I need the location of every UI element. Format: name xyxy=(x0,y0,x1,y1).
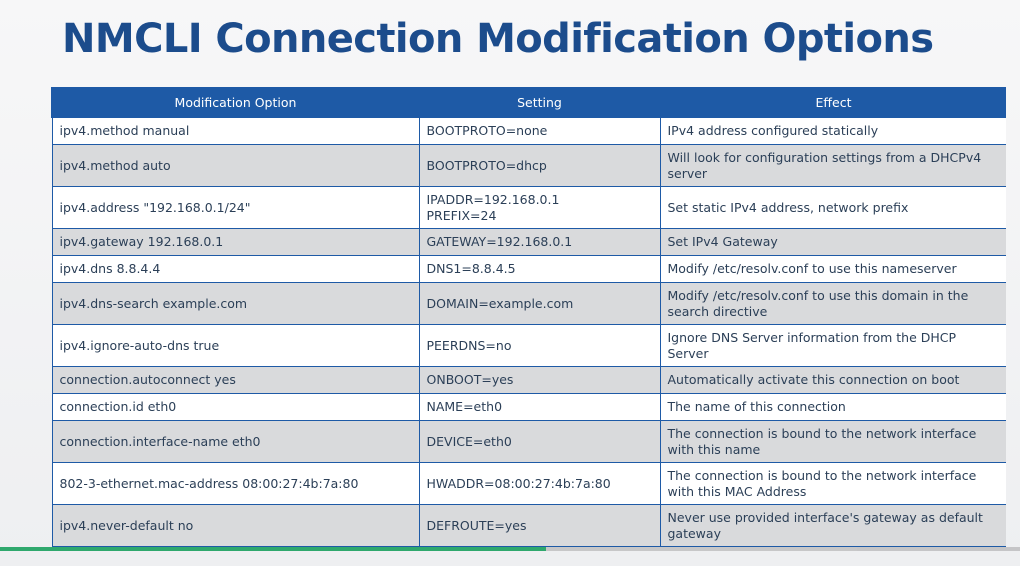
setting-cell: DOMAIN=example.com xyxy=(418,282,661,325)
effect-cell: Ignore DNS Server information from the D… xyxy=(659,324,1006,367)
table-row: ipv4.ignore-auto-dns true PEERDNS=no Ign… xyxy=(51,324,1006,367)
effect-cell: The name of this connection xyxy=(659,393,1006,421)
setting-line: PREFIX=24 xyxy=(426,207,497,223)
setting-line: IPADDR=192.168.0.1 xyxy=(426,191,560,207)
table-row: ipv4.address "192.168.0.1/24" IPADDR=192… xyxy=(51,186,1006,229)
setting-cell: GATEWAY=192.168.0.1 xyxy=(418,228,661,256)
option-cell: 802-3-ethernet.mac-address 08:00:27:4b:7… xyxy=(51,462,420,505)
table-row: ipv4.dns-search example.com DOMAIN=examp… xyxy=(51,282,1006,325)
option-cell: connection.interface-name eth0 xyxy=(51,420,420,463)
effect-cell: Set static IPv4 address, network prefix xyxy=(659,186,1006,229)
option-cell: connection.autoconnect yes xyxy=(51,366,420,394)
effect-cell: IPv4 address configured statically xyxy=(659,116,1006,145)
option-cell: ipv4.dns-search example.com xyxy=(51,282,420,325)
table-row: 802-3-ethernet.mac-address 08:00:27:4b:7… xyxy=(51,462,1006,505)
table-row: ipv4.method auto BOOTPROTO=dhcp Will loo… xyxy=(51,144,1006,187)
option-cell: connection.id eth0 xyxy=(51,393,420,421)
option-cell: ipv4.method manual xyxy=(51,116,420,145)
option-cell: ipv4.address "192.168.0.1/24" xyxy=(51,186,420,229)
option-cell: ipv4.ignore-auto-dns true xyxy=(51,324,420,367)
option-cell: ipv4.never-default no xyxy=(51,504,420,547)
effect-cell: Modify /etc/resolv.conf to use this doma… xyxy=(659,282,1006,325)
table-row: ipv4.method manual BOOTPROTO=none IPv4 a… xyxy=(51,116,1006,145)
setting-cell: HWADDR=08:00:27:4b:7a:80 xyxy=(418,462,661,505)
options-table-container: Modification Option Setting Effect ipv4.… xyxy=(51,87,1006,557)
setting-cell: DNS1=8.8.4.5 xyxy=(418,255,661,283)
header-setting: Setting xyxy=(418,87,661,118)
table-row: connection.id eth0 NAME=eth0 The name of… xyxy=(51,393,1006,421)
table-row: ipv4.never-default no DEFROUTE=yes Never… xyxy=(51,504,1006,547)
setting-cell: PEERDNS=no xyxy=(418,324,661,367)
effect-cell: Never use provided interface's gateway a… xyxy=(659,504,1006,547)
effect-cell: Automatically activate this connection o… xyxy=(659,366,1006,394)
effect-cell: Will look for configuration settings fro… xyxy=(659,144,1006,187)
table-header-row: Modification Option Setting Effect xyxy=(51,87,1006,118)
table-row: ipv4.dns 8.8.4.4 DNS1=8.8.4.5 Modify /et… xyxy=(51,255,1006,283)
option-cell: ipv4.method auto xyxy=(51,144,420,187)
table-row: ipv4.gateway 192.168.0.1 GATEWAY=192.168… xyxy=(51,228,1006,256)
effect-cell: The connection is bound to the network i… xyxy=(659,420,1006,463)
setting-cell: DEVICE=eth0 xyxy=(418,420,661,463)
option-cell: ipv4.dns 8.8.4.4 xyxy=(51,255,420,283)
setting-cell: BOOTPROTO=dhcp xyxy=(418,144,661,187)
effect-cell: The connection is bound to the network i… xyxy=(659,462,1006,505)
setting-cell: NAME=eth0 xyxy=(418,393,661,421)
setting-cell: DEFROUTE=yes xyxy=(418,504,661,547)
setting-cell: BOOTPROTO=none xyxy=(418,116,661,145)
effect-cell: Modify /etc/resolv.conf to use this name… xyxy=(659,255,1006,283)
video-progress-fill xyxy=(0,547,546,551)
setting-cell: ONBOOT=yes xyxy=(418,366,661,394)
video-progress-bar[interactable] xyxy=(0,547,1020,551)
table-row: connection.interface-name eth0 DEVICE=et… xyxy=(51,420,1006,463)
slide-title: NMCLI Connection Modification Options xyxy=(62,16,934,62)
header-effect: Effect xyxy=(659,87,1006,118)
table-row: connection.autoconnect yes ONBOOT=yes Au… xyxy=(51,366,1006,394)
options-table: Modification Option Setting Effect ipv4.… xyxy=(51,87,1006,547)
header-modification-option: Modification Option xyxy=(51,87,420,118)
option-cell: ipv4.gateway 192.168.0.1 xyxy=(51,228,420,256)
video-buffer-indicator xyxy=(545,547,857,551)
effect-cell: Set IPv4 Gateway xyxy=(659,228,1006,256)
